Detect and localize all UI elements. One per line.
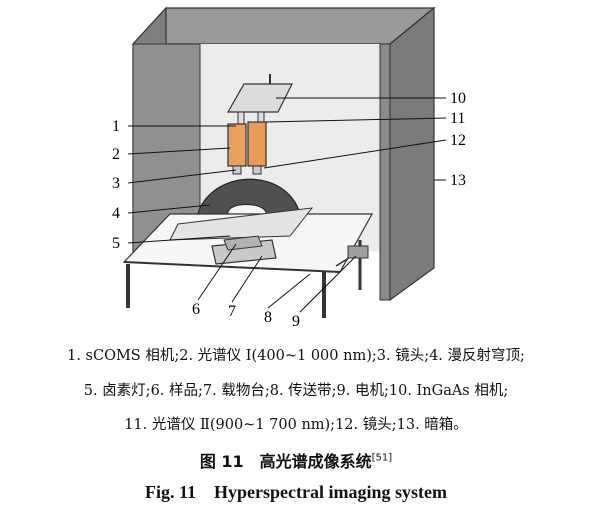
label-11: 11 <box>450 110 465 127</box>
figure-title-chinese-text: 图 11 高光谱成像系统 <box>199 452 372 471</box>
label-8: 8 <box>264 309 272 326</box>
dark-box-front-edge <box>379 43 391 301</box>
label-13: 13 <box>450 172 466 189</box>
table-front-edge <box>123 261 341 273</box>
label-1: 1 <box>112 118 120 135</box>
label-10: 10 <box>450 90 466 107</box>
label-6: 6 <box>192 301 200 318</box>
label-5: 5 <box>112 235 120 252</box>
label-4: 4 <box>112 205 120 222</box>
label-3: 3 <box>112 175 120 192</box>
dark-box-top <box>131 7 436 45</box>
legend-line-3: 11. 光谱仪 Ⅱ(900~1 700 nm);12. 镜头;13. 暗箱。 <box>124 417 468 433</box>
dark-box-right-front <box>389 6 435 302</box>
label-2: 2 <box>112 146 120 163</box>
legend-line-2: 5. 卤素灯;6. 样品;7. 载物台;8. 传送带;9. 电机;10. InG… <box>83 383 509 399</box>
lens-2 <box>252 165 262 175</box>
leader-lines <box>127 97 447 313</box>
hyperspectral-system-diagram: 1 2 3 4 5 6 7 8 9 10 11 12 13 <box>112 6 466 330</box>
motor <box>347 245 369 259</box>
table-plate-under-dome <box>169 207 314 241</box>
label-7: 7 <box>228 303 236 320</box>
spectrometer-2 <box>247 121 267 167</box>
label-12: 12 <box>450 132 466 149</box>
spectrometer-1 <box>227 123 247 167</box>
figure-title-chinese: 图 11 高光谱成像系统[51] <box>0 448 592 472</box>
camera-mount-plate <box>226 83 293 113</box>
figure-citation: [51] <box>371 452 393 464</box>
label-9: 9 <box>292 313 300 330</box>
sample <box>223 235 263 251</box>
legend-line-1: 1. sCOMS 相机;2. 光谱仪 I(400~1 000 nm);3. 镜头… <box>67 348 525 364</box>
figure-title-english: Fig. 11 Hyperspectral imaging system <box>145 482 447 502</box>
